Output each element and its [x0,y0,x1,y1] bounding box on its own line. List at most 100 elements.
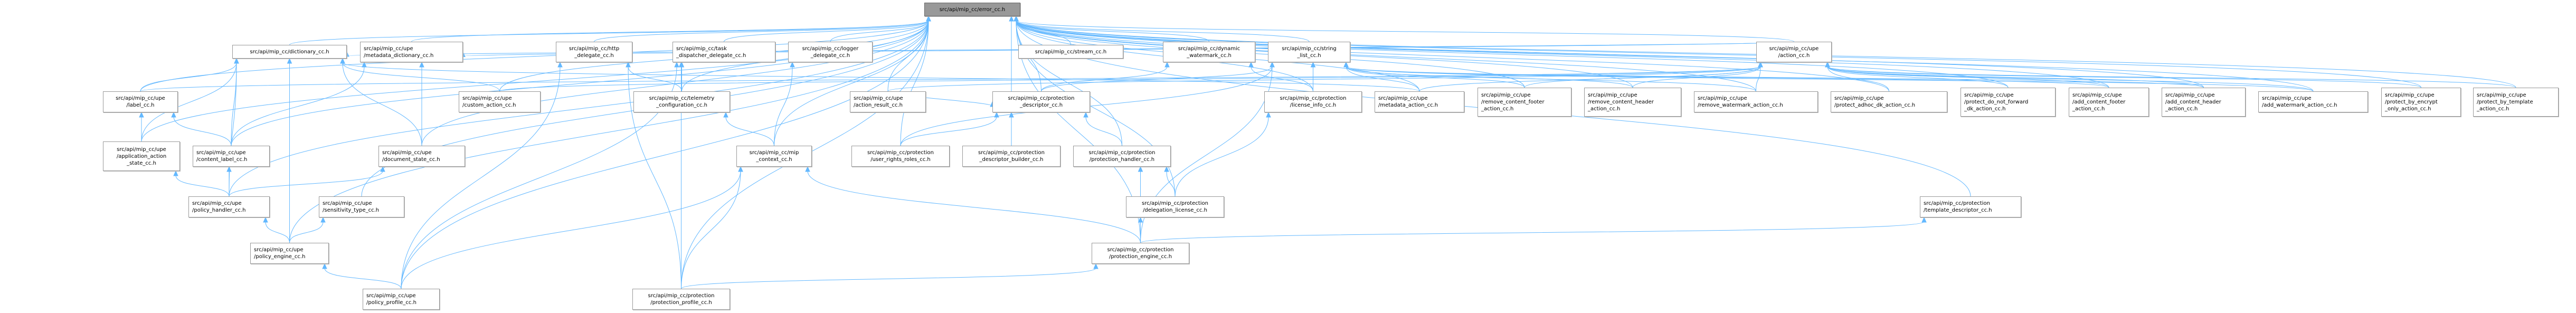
arrowhead-icon [1310,61,1316,68]
arrowhead-icon [380,166,385,172]
graph-node-user-rights[interactable]: src/api/mip_cc/protection /user_rights_r… [851,146,950,167]
edge-policy-profile-to-policy-engine [324,268,402,289]
arrowhead-icon [1248,61,1254,68]
graph-node-protection-descriptor[interactable]: src/api/mip_cc/protection _descriptor_cc… [992,91,1090,112]
edge-add-footer-to-root [1016,20,2109,88]
arrowhead-icon [1921,216,1927,223]
graph-node-add-watermark[interactable]: src/api/mip_cc/upe /add_watermark_action… [2258,91,2368,112]
edge-protection-engine-to-template-descriptor [1140,221,1925,243]
arrowhead-icon [678,61,684,68]
edge-action-result-to-action [887,66,1761,92]
graph-node-protection-engine[interactable]: src/api/mip_cc/protection /protection_en… [1092,243,1189,264]
edge-document-state-to-root [421,20,929,146]
edge-mip-context-to-root [774,20,929,146]
graph-node-action[interactable]: src/api/mip_cc/upe /action_cc.h [1756,42,1832,62]
edge-by-template-to-action [1827,66,2516,88]
arrowhead-icon [322,263,327,269]
edge-label-to-dictionary [140,62,237,92]
graph-node-remove-header[interactable]: src/api/mip_cc/upe /remove_content_heade… [1584,88,1681,117]
graph-node-label[interactable]: src/api/mip_cc/upe /label_cc.h [103,91,178,112]
graph-node-license-info[interactable]: src/api/mip_cc/protection /license_info_… [1264,91,1362,112]
arrowhead-icon [226,166,232,172]
graph-node-metadata-dictionary[interactable]: src/api/mip_cc/upe /metadata_dictionary_… [360,42,463,62]
edge-protection-handler-to-protection-descriptor [1085,116,1122,146]
edge-label-to-action [140,66,1761,92]
arrowhead-icon [1758,61,1763,68]
edge-protection-profile-to-protection-engine [681,268,1096,289]
graph-node-content-label[interactable]: src/api/mip_cc/upe /content_label_cc.h [193,146,270,167]
graph-node-dictionary[interactable]: src/api/mip_cc/dictionary_cc.h [232,45,347,59]
edge-protection-profile-to-http [628,66,681,289]
edge-mip-context-to-telemetry [725,116,774,146]
edge-encrypt-only-to-action [1827,66,2421,88]
edge-protect-adhoc-to-root [1016,20,1889,92]
graph-node-telemetry[interactable]: src/api/mip_cc/telemetry _configuration_… [633,91,730,112]
arrowhead-icon [234,58,239,64]
edge-metadata-action-to-string-list [1346,66,1420,92]
graph-node-add-header[interactable]: src/api/mip_cc/upe /add_content_header _… [2162,88,2246,117]
graph-node-add-footer[interactable]: src/api/mip_cc/upe /add_content_footer _… [2069,88,2149,117]
graph-node-remove-footer[interactable]: src/api/mip_cc/upe /remove_content_foote… [1478,88,1571,117]
edge-action-to-metadata-dictionary [462,41,1794,56]
arrowhead-icon [738,166,743,172]
edge-content-label-to-root [231,20,929,146]
edge-policy-handler-to-root [229,20,929,197]
graph-node-policy-profile[interactable]: src/api/mip_cc/upe /policy_profile_cc.h [363,289,440,310]
arrowhead-icon [362,61,367,68]
edge-add-watermark-to-string-list [1346,66,2314,92]
edge-task-to-root [724,20,929,42]
graph-node-do-not-forward[interactable]: src/api/mip_cc/upe /protect_do_not_forwa… [1961,88,2056,117]
graph-node-http[interactable]: src/api/mip_cc/http _delegate_cc.h [556,42,632,62]
arrowhead-icon [1014,15,1019,22]
edge-delegation-license-to-protection-handler [1166,170,1176,197]
graph-node-remove-watermark[interactable]: src/api/mip_cc/upe /remove_watermark_act… [1694,91,1818,112]
arrowhead-icon [1825,61,1830,68]
edge-do-not-forward-to-action [1827,66,2009,88]
edge-policy-engine-to-sensitivity [289,221,324,243]
edge-app-action-state-to-root [141,20,929,142]
graph-node-by-template[interactable]: src/api/mip_cc/upe /protect_by_template … [2473,88,2559,117]
root-node-root[interactable]: src/api/mip_cc/error_cc.h [924,3,1020,16]
edge-http-to-root [594,20,929,42]
graph-node-protect-adhoc[interactable]: src/api/mip_cc/upe /protect_adhoc_dk_act… [1831,91,1947,112]
arrowhead-icon [1138,166,1143,172]
graph-node-string-list[interactable]: src/api/mip_cc/string _list_cc.h [1268,42,1350,62]
graph-node-protection-handler[interactable]: src/api/mip_cc/protection /protection_ha… [1073,146,1171,167]
graph-node-metadata-action[interactable]: src/api/mip_cc/upe /metadata_action_cc.h [1375,91,1464,112]
arrowhead-icon [790,61,795,68]
arrowhead-icon [287,58,292,64]
graph-node-policy-handler[interactable]: src/api/mip_cc/upe /policy_handler_cc.h [188,196,270,217]
edge-telemetry-to-http [628,66,682,92]
edge-user-rights-to-protection-descriptor [900,116,997,146]
graph-node-app-action-state[interactable]: src/api/mip_cc/upe /application_action _… [103,141,180,171]
graph-node-mip-context[interactable]: src/api/mip_cc/mip _context_cc.h [736,146,812,167]
graph-node-logger[interactable]: src/api/mip_cc/logger _delegate_cc.h [788,42,873,62]
edge-add-watermark-to-root [1016,20,2314,92]
edge-protection-engine-to-mip-context [807,170,1141,243]
graph-node-task[interactable]: src/api/mip_cc/task _dispatcher_delegate… [673,42,775,62]
edge-policy-handler-to-dictionary [229,62,237,197]
graph-node-policy-engine[interactable]: src/api/mip_cc/upe /policy_engine_cc.h [250,243,329,264]
graph-node-sensitivity[interactable]: src/api/mip_cc/upe /sensitivity_type_cc.… [319,196,404,217]
graph-node-stream[interactable]: src/api/mip_cc/stream_cc.h [1018,45,1123,59]
graph-node-delegation-license[interactable]: src/api/mip_cc/protection /delegation_li… [1126,196,1224,217]
edge-policy-profile-to-http [401,66,561,289]
graph-node-custom-action[interactable]: src/api/mip_cc/upe /custom_action_cc.h [459,91,541,112]
edge-document-state-to-dictionary [342,62,422,146]
graph-node-protection-profile[interactable]: src/api/mip_cc/protection /protection_pr… [632,289,730,310]
edge-policy-handler-to-document-state [229,170,383,197]
edge-delegation-license-to-license-info [1175,116,1269,197]
graph-node-dynamic-watermark[interactable]: src/api/mip_cc/dynamic _watermark_cc.h [1163,42,1255,62]
edge-remove-header-to-action [1632,66,1761,88]
graph-node-action-result[interactable]: src/api/mip_cc/upe /action_result_cc.h [850,91,926,112]
graph-node-document-state[interactable]: src/api/mip_cc/upe /document_state_cc.h [378,146,465,167]
graph-node-template-descriptor[interactable]: src/api/mip_cc/protection /template_desc… [1920,196,2021,217]
edge-remove-footer-to-string-list [1346,66,1525,88]
edge-string-list-to-root [1016,20,1310,42]
arrowhead-icon [1270,61,1275,68]
edge-policy-profile-to-root [401,20,929,289]
edge-app-action-state-to-dictionary [141,62,237,142]
graph-node-encrypt-only[interactable]: src/api/mip_cc/upe /protect_by_encrypt _… [2381,88,2461,117]
graph-node-descriptor-builder[interactable]: src/api/mip_cc/protection _descriptor_bu… [962,146,1060,167]
arrowhead-icon [1009,15,1014,22]
